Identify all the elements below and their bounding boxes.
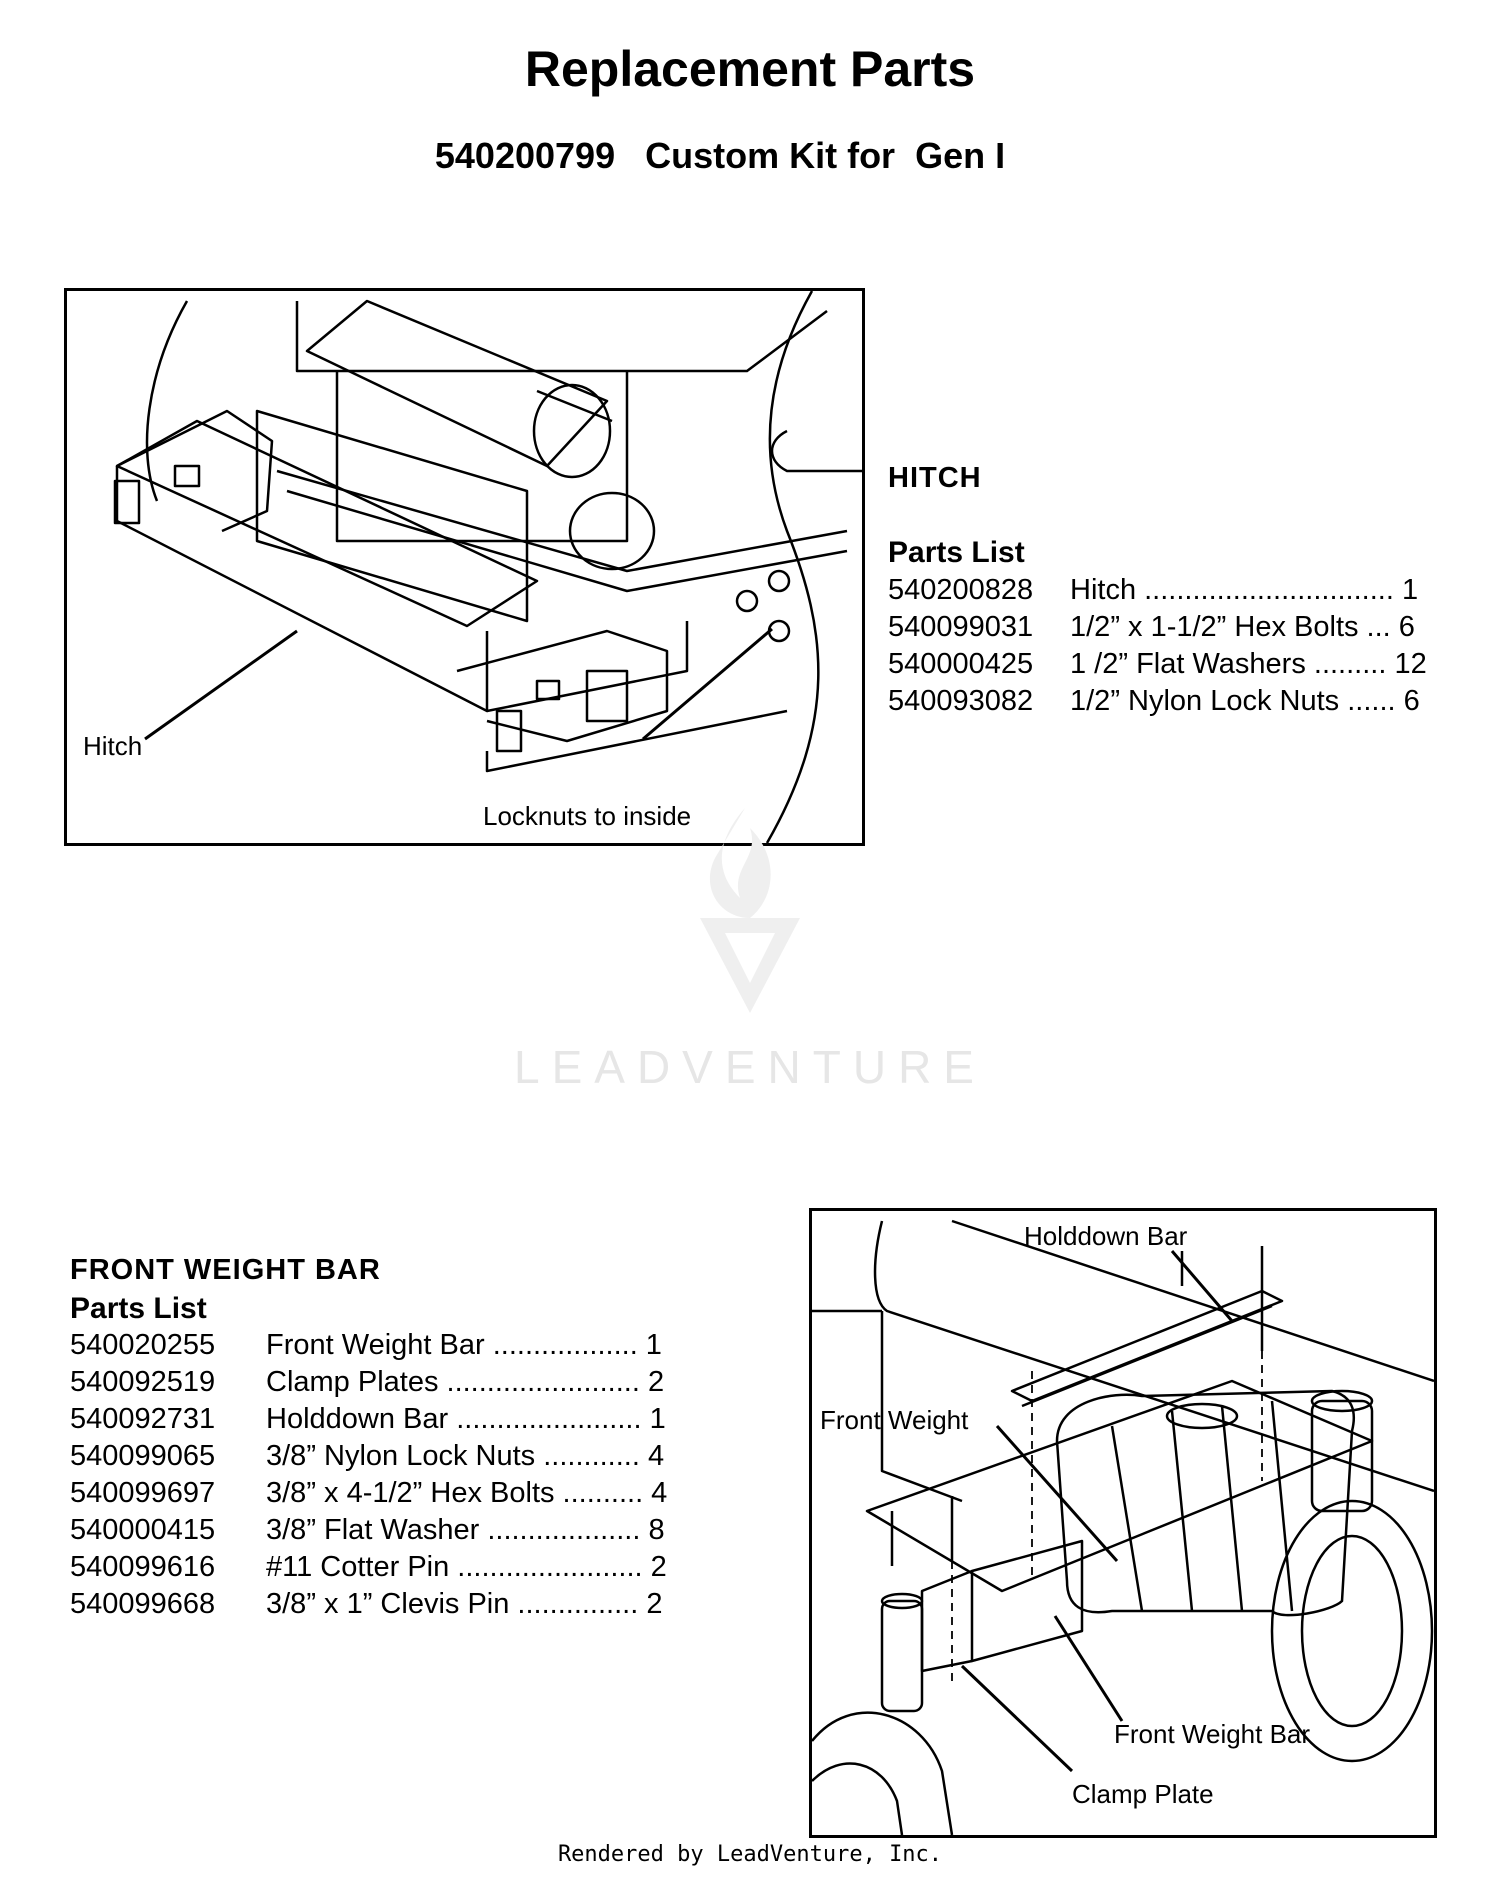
part-description: Front Weight Bar .................. 1 bbox=[266, 1329, 662, 1361]
callout-front-weight: Front Weight bbox=[820, 1405, 969, 1435]
part-description: 3/8” Nylon Lock Nuts ............ 4 bbox=[266, 1440, 665, 1472]
part-description: 3/8” x 4-1/2” Hex Bolts .......... 4 bbox=[266, 1477, 668, 1509]
part-number: 540099697 bbox=[70, 1477, 216, 1509]
part-description: 3/8” Flat Washer ................... 8 bbox=[266, 1514, 665, 1546]
part-description: Hitch ............................... 1 bbox=[1070, 574, 1419, 606]
weight-parts-list-label: Parts List bbox=[70, 1292, 207, 1325]
callout-holddown-bar: Holddown Bar bbox=[1024, 1221, 1188, 1251]
leadventure-logo-icon bbox=[700, 808, 800, 1013]
part-number: 540099031 bbox=[888, 611, 1034, 643]
part-description: 3/8” x 1” Clevis Pin ............... 2 bbox=[266, 1588, 663, 1620]
kit-subtitle: 540200799 Custom Kit for Gen I bbox=[434, 135, 1006, 176]
part-number: 540020255 bbox=[70, 1329, 216, 1361]
part-number: 540093082 bbox=[888, 685, 1034, 717]
callout-clamp-plate: Clamp Plate bbox=[1072, 1779, 1214, 1809]
part-number: 540092519 bbox=[70, 1366, 216, 1398]
hitch-illustration: Hitch Locknuts to inside bbox=[64, 288, 865, 846]
part-description: #11 Cotter Pin ....................... 2 bbox=[266, 1551, 667, 1583]
front-weight-illustration: Holddown Bar Front Weight Front Weight B… bbox=[809, 1208, 1437, 1838]
weight-heading: FRONT WEIGHT BAR bbox=[70, 1254, 381, 1286]
part-number: 540000415 bbox=[70, 1514, 216, 1546]
part-number: 540092731 bbox=[70, 1403, 216, 1435]
part-number: 540200828 bbox=[888, 574, 1034, 606]
part-number: 540099065 bbox=[70, 1440, 216, 1472]
part-description: Holddown Bar ....................... 1 bbox=[266, 1403, 666, 1435]
part-description: 1/2” x 1-1/2” Hex Bolts ... 6 bbox=[1070, 611, 1415, 643]
hitch-heading: HITCH bbox=[888, 462, 982, 494]
page-title: Replacement Parts bbox=[524, 41, 976, 97]
part-description: Clamp Plates ........................ 2 bbox=[266, 1366, 665, 1398]
callout-locknuts: Locknuts to inside bbox=[483, 801, 692, 831]
callout-front-weight-bar: Front Weight Bar bbox=[1114, 1719, 1311, 1749]
front-weight-drawing bbox=[812, 1219, 1434, 1835]
callout-hitch: Hitch bbox=[83, 731, 143, 761]
part-number: 540099616 bbox=[70, 1551, 216, 1583]
watermark-text: LEADVENTURE bbox=[514, 1041, 986, 1093]
footer-credit: Rendered by LeadVenture, Inc. bbox=[557, 1842, 943, 1867]
part-number: 540099668 bbox=[70, 1588, 216, 1620]
hitch-parts-list-label: Parts List bbox=[888, 536, 1025, 569]
hitch-drawing bbox=[113, 291, 862, 843]
part-description: 1/2” Nylon Lock Nuts ...... 6 bbox=[1070, 685, 1420, 717]
part-number: 540000425 bbox=[888, 648, 1034, 680]
part-description: 1 /2” Flat Washers ......... 12 bbox=[1070, 648, 1427, 680]
